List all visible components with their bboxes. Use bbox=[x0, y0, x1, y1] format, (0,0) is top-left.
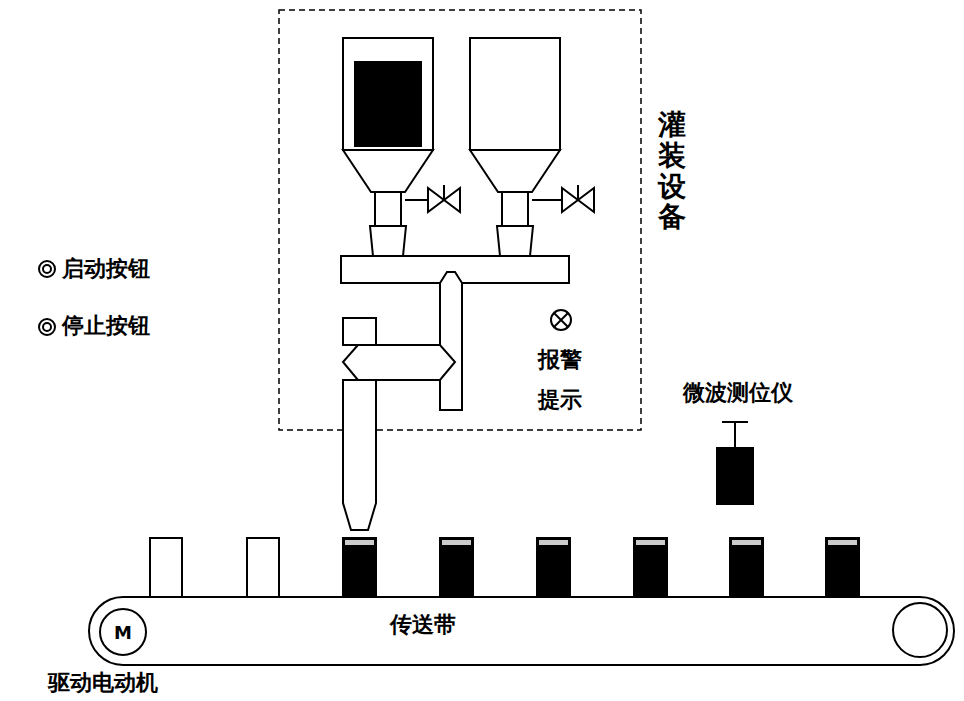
alarm-lamp bbox=[551, 310, 571, 330]
node-text: 传送带 bbox=[390, 610, 456, 640]
start-button-label: 启动按钮 bbox=[62, 254, 150, 284]
drive-motor: M bbox=[99, 608, 147, 656]
bottles bbox=[150, 538, 859, 597]
bottle-tops bbox=[345, 540, 857, 545]
stop-button-label: 停止按钮 bbox=[62, 311, 150, 341]
alarm-label: 报警提示 bbox=[538, 340, 584, 419]
conveyor-belt: 传送带 M bbox=[88, 596, 955, 666]
manifold-pipes bbox=[341, 256, 569, 530]
equipment-title: 灌装设备 bbox=[658, 110, 686, 233]
microwave-sensor bbox=[717, 422, 753, 504]
idler-pulley bbox=[893, 603, 947, 657]
node-text: M bbox=[114, 622, 132, 643]
hopper-left bbox=[343, 38, 460, 270]
filling-equipment-boundary bbox=[279, 10, 641, 430]
sensor-label: 微波测位仪 bbox=[683, 378, 793, 408]
motor-label: 驱动电动机 bbox=[48, 668, 158, 698]
push-buttons bbox=[39, 261, 55, 335]
hopper-right bbox=[470, 38, 594, 270]
